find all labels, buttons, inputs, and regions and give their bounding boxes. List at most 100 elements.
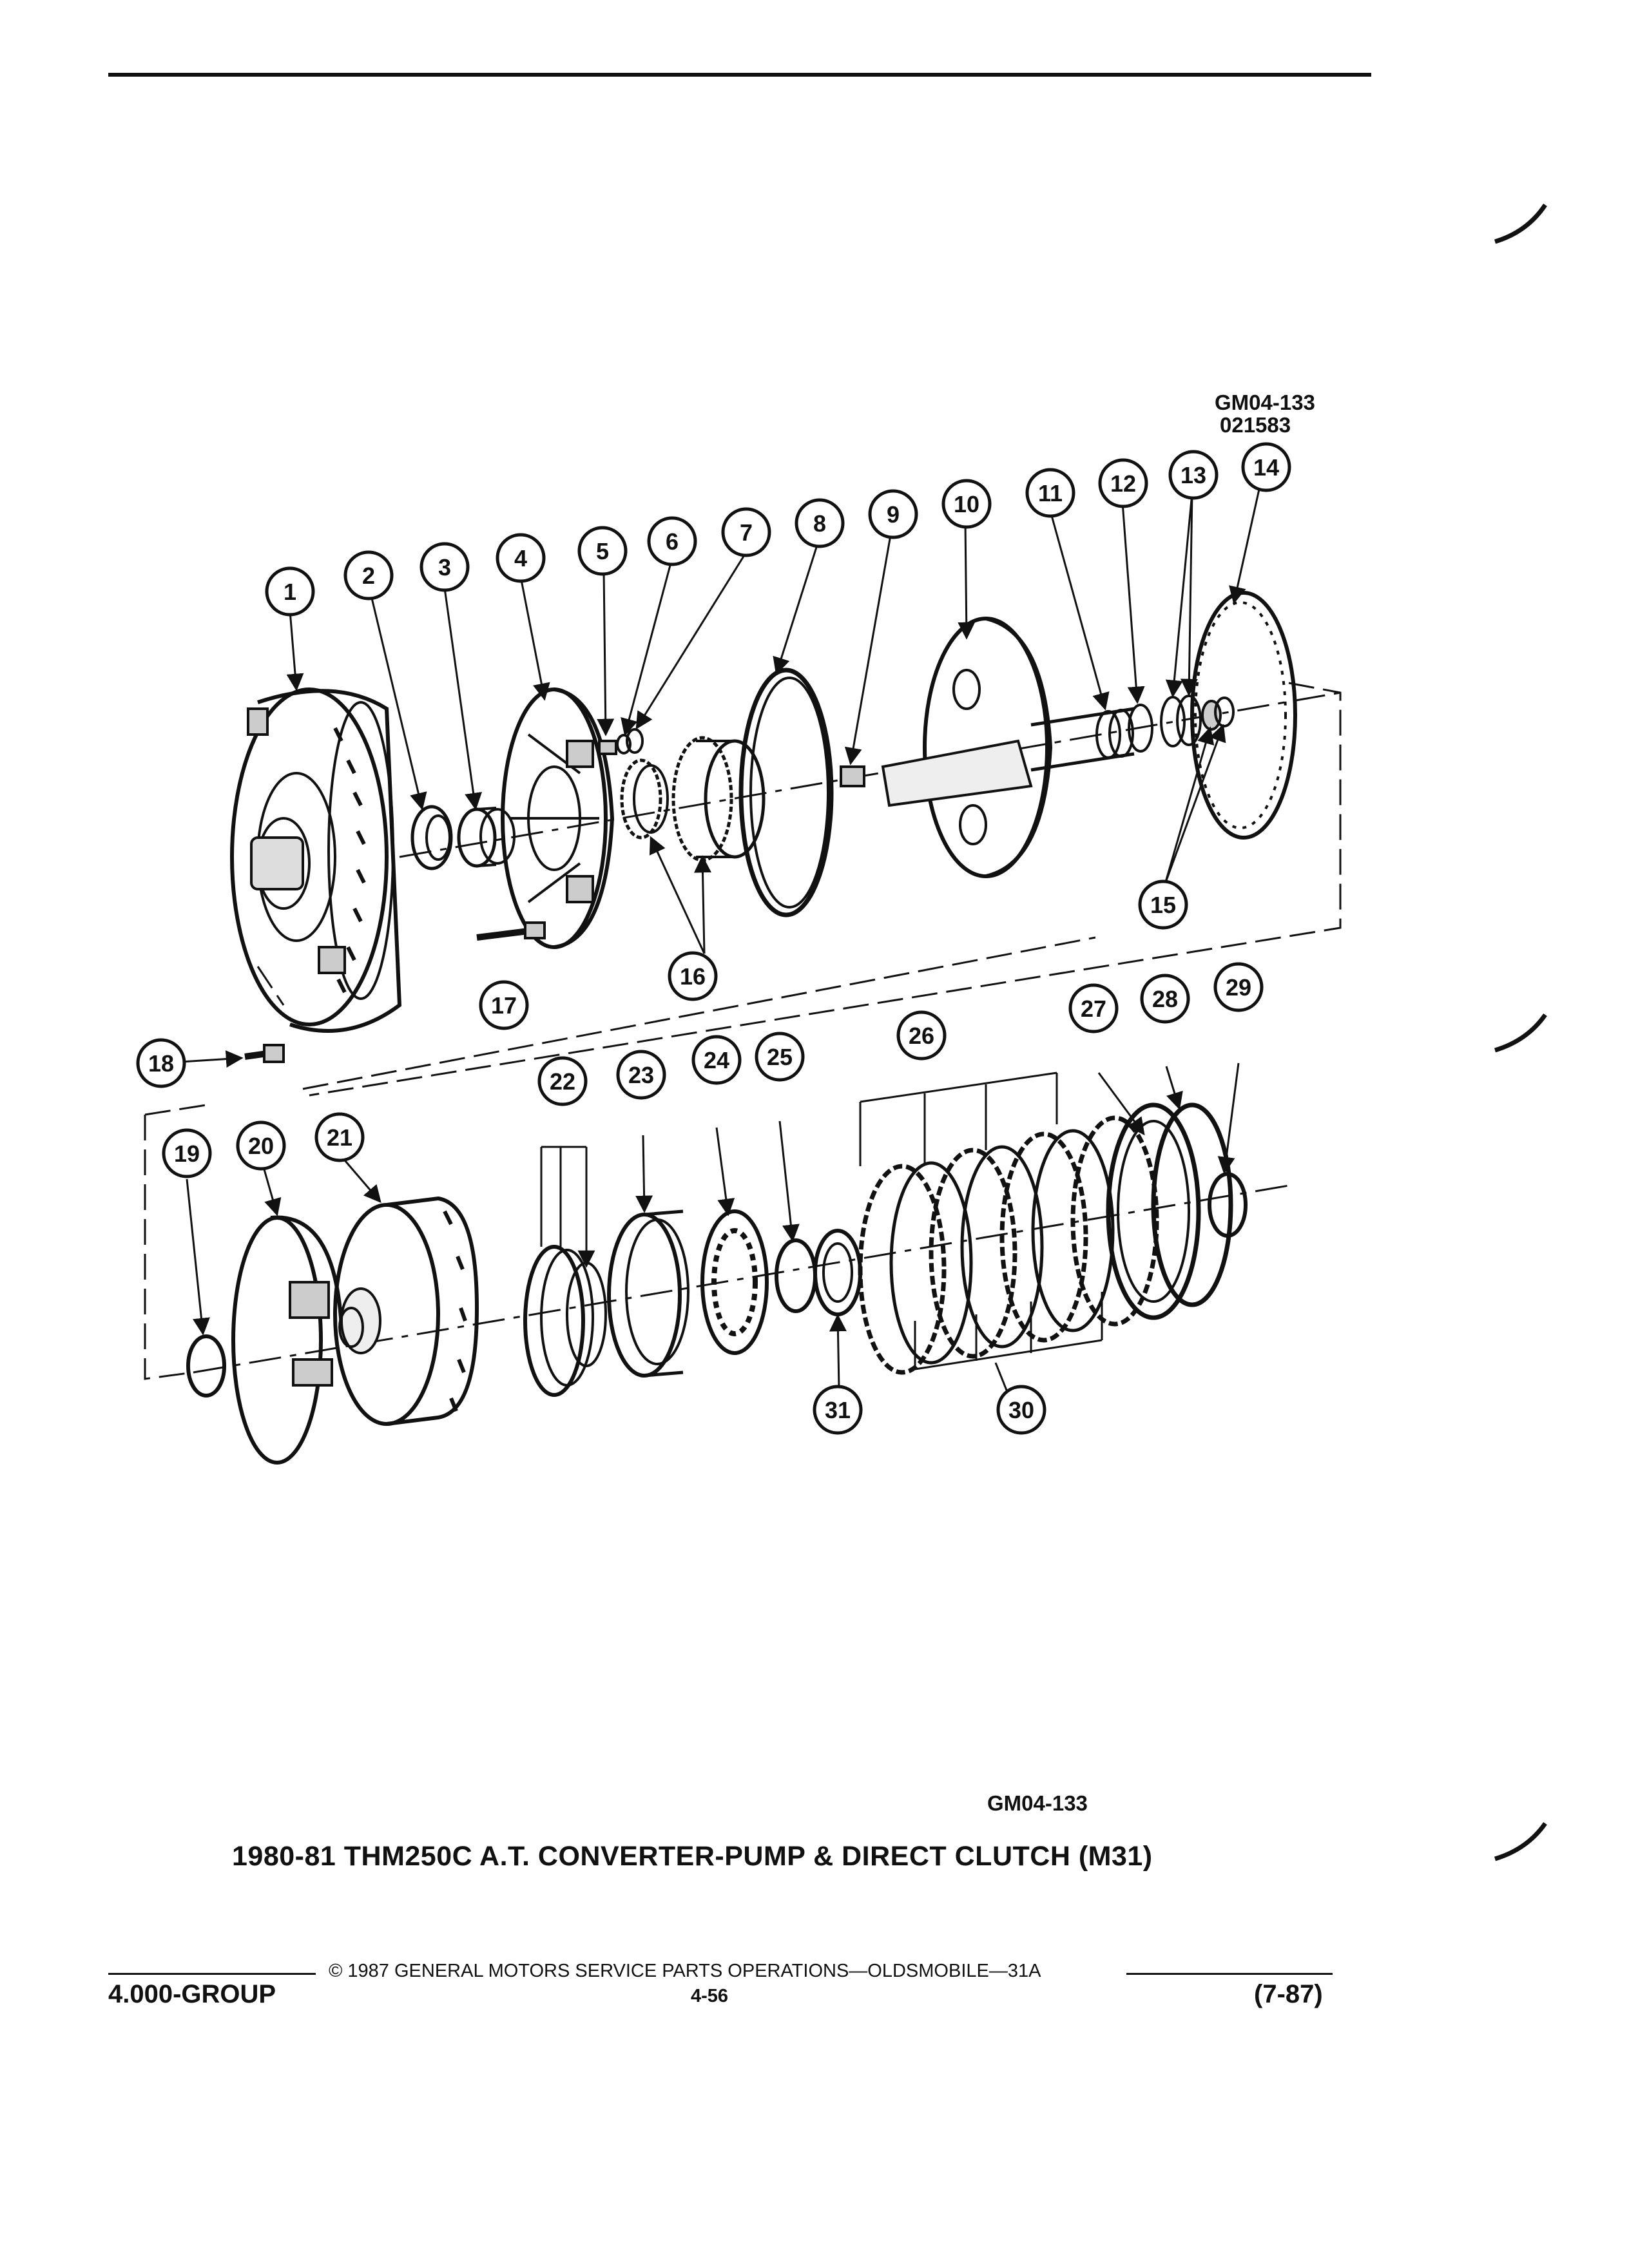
callout-23: 23 bbox=[616, 1050, 666, 1100]
callout-27: 27 bbox=[1068, 983, 1119, 1033]
callout-number: 27 bbox=[1081, 995, 1106, 1022]
bracket-leaders bbox=[540, 1072, 1103, 1396]
callout-number: 23 bbox=[628, 1062, 654, 1088]
backing-plate-27-part bbox=[1106, 1102, 1201, 1320]
callout-number: 14 bbox=[1253, 454, 1279, 481]
washers-15-part bbox=[1201, 697, 1235, 731]
callout-17: 17 bbox=[479, 980, 529, 1030]
callout-number: 31 bbox=[825, 1397, 851, 1423]
piston-23-part bbox=[607, 1209, 689, 1378]
callout-9: 9 bbox=[868, 489, 918, 539]
seal-2-part bbox=[410, 805, 453, 870]
callout-circle bbox=[896, 1010, 947, 1061]
callout-circle bbox=[162, 1128, 212, 1178]
callout-8: 8 bbox=[795, 498, 845, 548]
callout-number: 10 bbox=[954, 491, 979, 517]
callout-number: 8 bbox=[813, 510, 826, 537]
callout-circle bbox=[314, 1112, 365, 1162]
torque-converter-part bbox=[230, 687, 402, 1033]
bolt-17-part bbox=[476, 921, 546, 941]
callout-circle bbox=[795, 498, 845, 548]
callout-number: 11 bbox=[1038, 480, 1063, 506]
callout-number: 26 bbox=[909, 1023, 934, 1049]
pump-cover-10-part bbox=[881, 617, 1135, 878]
clutch-plates-26-30-part bbox=[858, 1115, 1159, 1375]
callout-number: 30 bbox=[1008, 1397, 1034, 1423]
callout-number: 24 bbox=[704, 1047, 729, 1073]
figure-code: GM04-133 bbox=[987, 1791, 1088, 1815]
callout-circle bbox=[1068, 983, 1119, 1033]
callout-5: 5 bbox=[577, 526, 628, 576]
callout-6: 6 bbox=[647, 516, 697, 566]
rings-11-part bbox=[1095, 709, 1134, 759]
callout-22: 22 bbox=[537, 1056, 588, 1106]
callout-3: 3 bbox=[419, 542, 470, 592]
callout-1: 1 bbox=[265, 566, 315, 617]
band-20-part bbox=[231, 1215, 343, 1465]
callout-circle bbox=[136, 1038, 186, 1088]
callout-circle bbox=[343, 550, 394, 601]
callout-circle bbox=[537, 1056, 588, 1106]
callout-circle bbox=[236, 1120, 286, 1171]
callout-circle bbox=[1168, 450, 1219, 500]
callout-circle bbox=[868, 489, 918, 539]
callout-11: 11 bbox=[1025, 468, 1075, 518]
callout-circle bbox=[1138, 879, 1188, 930]
callout-circle bbox=[577, 526, 628, 576]
bushing-9-part bbox=[840, 765, 865, 787]
binding-marks bbox=[1494, 204, 1547, 1861]
snap-ring-29-part bbox=[1208, 1172, 1248, 1238]
callout-10: 10 bbox=[941, 479, 992, 529]
snap-ring-28-part bbox=[1151, 1102, 1233, 1307]
drawing-code: GM04-133 bbox=[1215, 390, 1315, 414]
callout-circle bbox=[691, 1035, 742, 1085]
callout-18: 18 bbox=[136, 1038, 186, 1088]
callout-circle bbox=[496, 533, 546, 583]
callout-2: 2 bbox=[343, 550, 394, 601]
callout-number: 28 bbox=[1152, 986, 1178, 1012]
callout-number: 1 bbox=[284, 579, 296, 605]
callout-number: 29 bbox=[1226, 974, 1251, 1001]
spring-retainer-24-part bbox=[700, 1209, 769, 1355]
direct-clutch-drum-21-part bbox=[333, 1196, 479, 1426]
callout-4: 4 bbox=[496, 533, 546, 583]
callout-circle bbox=[755, 1032, 805, 1082]
snap-ring-19-part bbox=[186, 1334, 226, 1398]
callout-31: 31 bbox=[813, 1385, 863, 1435]
callout-circle bbox=[668, 951, 718, 1001]
assembly-frame bbox=[256, 682, 1342, 1097]
footer-date: (7-87) bbox=[1254, 1980, 1323, 2008]
snap-ring-25-part bbox=[775, 1238, 817, 1313]
callout-circle bbox=[813, 1385, 863, 1435]
callout-19: 19 bbox=[162, 1128, 212, 1178]
callout-number: 15 bbox=[1150, 892, 1176, 918]
bolt-18-part bbox=[244, 1044, 285, 1063]
callout-12: 12 bbox=[1098, 458, 1148, 508]
callout-circle bbox=[941, 479, 992, 529]
drawing-number: 021583 bbox=[1220, 413, 1291, 437]
callout-circle bbox=[419, 542, 470, 592]
callout-number: 19 bbox=[174, 1140, 200, 1167]
callout-circle bbox=[1098, 458, 1148, 508]
callout-circle bbox=[996, 1385, 1046, 1435]
callout-number: 16 bbox=[680, 963, 706, 990]
callout-number: 3 bbox=[438, 554, 451, 581]
callout-circle bbox=[647, 516, 697, 566]
callout-number: 4 bbox=[514, 545, 527, 572]
callout-circle bbox=[1213, 962, 1264, 1012]
callout-number: 17 bbox=[491, 992, 517, 1019]
callout-7: 7 bbox=[721, 507, 771, 557]
callout-number: 21 bbox=[327, 1124, 352, 1151]
leader-lines bbox=[160, 486, 1261, 1389]
callout-number: 18 bbox=[148, 1050, 174, 1077]
callout-number: 7 bbox=[740, 519, 753, 546]
callout-number: 20 bbox=[248, 1133, 274, 1159]
screw-5-part bbox=[598, 740, 617, 755]
callout-number: 5 bbox=[596, 538, 609, 564]
callout-number: 12 bbox=[1110, 470, 1136, 497]
callout-28: 28 bbox=[1140, 974, 1190, 1024]
callout-circle bbox=[721, 507, 771, 557]
footer-rule-right bbox=[1126, 1973, 1333, 1975]
